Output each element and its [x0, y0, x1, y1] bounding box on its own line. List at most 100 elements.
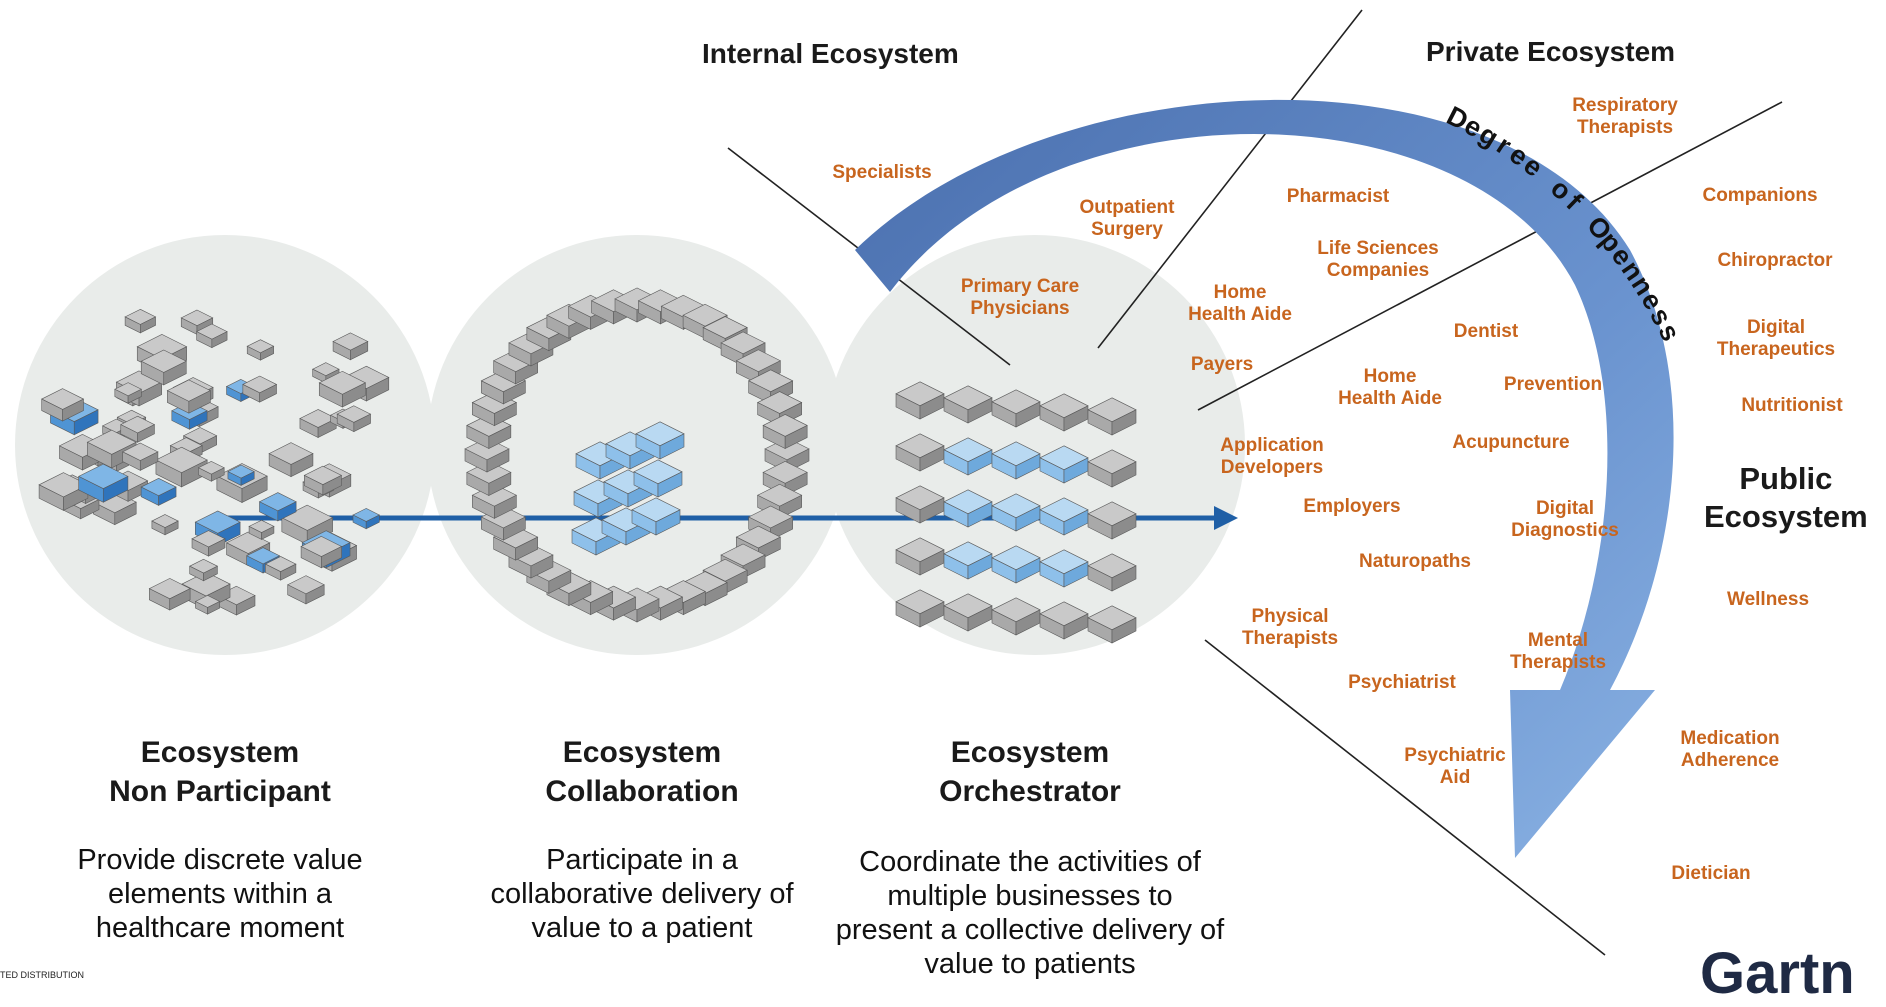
actor-label-line: Adherence — [1680, 750, 1780, 771]
cube — [195, 323, 228, 349]
cube — [991, 441, 1041, 480]
cube-face — [503, 516, 526, 541]
cube-face — [114, 501, 137, 526]
cube — [180, 309, 214, 335]
public-title-line-1: Public — [1739, 461, 1833, 496]
cube — [197, 461, 225, 482]
cube-face — [240, 471, 255, 486]
internal-ecosystem-title: Internal Ecosystem — [702, 38, 959, 69]
cube-clusters — [38, 287, 1137, 644]
cube-face — [503, 380, 526, 405]
actor-label: Nutritionist — [1741, 395, 1842, 417]
actor-label-line: Physicians — [970, 298, 1070, 319]
cube — [189, 558, 219, 582]
stage-desc-line: Participate in a — [546, 844, 738, 876]
actor-label: Naturopaths — [1359, 551, 1471, 573]
cube-face — [280, 563, 297, 581]
cube-face — [208, 538, 226, 557]
cube — [635, 421, 685, 460]
cube — [943, 385, 993, 424]
actor-label-line: Therapists — [1576, 117, 1674, 138]
cube — [1087, 553, 1137, 592]
stage-title-line: Collaboration — [545, 775, 739, 808]
cube — [895, 433, 945, 472]
actor-label-line: Therapists — [1241, 628, 1339, 649]
cube-face — [203, 565, 218, 582]
cube-face — [515, 536, 538, 561]
cube — [242, 375, 278, 403]
gartner-logo: Gartn — [1700, 941, 1855, 1006]
actor-label: Prevention — [1504, 374, 1602, 396]
actor-label: Specialists — [832, 162, 931, 184]
cube — [352, 508, 381, 530]
actor-label-line: Nutritionist — [1741, 395, 1843, 416]
cube — [492, 525, 539, 561]
cube-face — [207, 600, 220, 615]
actor-label-line: Health Aide — [1338, 388, 1442, 409]
actor-label-line: Health Aide — [1188, 304, 1292, 325]
cube-face — [259, 383, 277, 403]
cube-face — [655, 509, 681, 536]
cube — [1039, 549, 1089, 588]
divider-line-3 — [1197, 101, 1783, 411]
cube — [943, 437, 993, 476]
stage-desc-non-participant: Provide discrete value elements within a… — [0, 843, 450, 945]
public-title-line-2: Ecosystem — [1704, 499, 1868, 534]
cube — [114, 382, 143, 404]
cube — [991, 493, 1041, 532]
cube — [303, 465, 343, 496]
cube-face — [169, 588, 191, 611]
actor-label-line: Developers — [1220, 457, 1324, 478]
cube — [124, 308, 157, 334]
stage-desc-collaboration: Participate in a collaborative delivery … — [412, 843, 872, 945]
actor-label-line: Physical — [1251, 606, 1329, 627]
stage-title-line: Ecosystem — [950, 736, 1110, 769]
actor-label-line: Dietician — [1671, 863, 1751, 884]
cube-face — [494, 494, 517, 519]
stage-desc-line: healthcare moment — [95, 912, 345, 944]
cube-face — [211, 467, 225, 482]
cube-face — [366, 376, 390, 402]
actor-label-line: Respiratory — [1572, 95, 1678, 116]
actor-label: Pharmacist — [1287, 186, 1389, 208]
cube-face — [290, 453, 314, 478]
actor-label-line: Primary Care — [960, 276, 1080, 297]
cube-face — [494, 402, 517, 427]
cube-face — [317, 418, 337, 439]
cube — [631, 497, 681, 536]
cube — [336, 405, 372, 433]
cube-face — [241, 475, 268, 503]
cube — [246, 339, 275, 361]
cube — [991, 597, 1041, 636]
cube-face — [236, 595, 256, 616]
cube — [140, 477, 177, 506]
cube-face — [138, 381, 162, 407]
cube-face — [102, 475, 129, 503]
cube-face — [139, 451, 159, 471]
cube — [943, 593, 993, 632]
cube-face — [62, 398, 84, 422]
actor-label: Payers — [1191, 354, 1253, 376]
cube — [1087, 449, 1137, 488]
cube-face — [342, 382, 366, 408]
cube-face — [80, 499, 100, 520]
actor-label: Psychiatrist — [1348, 672, 1456, 694]
cube-face — [1111, 409, 1137, 436]
actor-label-line: Acupuncture — [1452, 432, 1570, 453]
cube-face — [1111, 513, 1137, 540]
actor-label-line: Pharmacist — [1286, 186, 1390, 207]
actor-label-line: Aid — [1439, 767, 1471, 788]
cube — [895, 537, 945, 576]
stage-desc-line: value to patients — [924, 948, 1136, 980]
cube — [1039, 497, 1089, 536]
actor-label-line: Psychiatrist — [1348, 672, 1456, 693]
